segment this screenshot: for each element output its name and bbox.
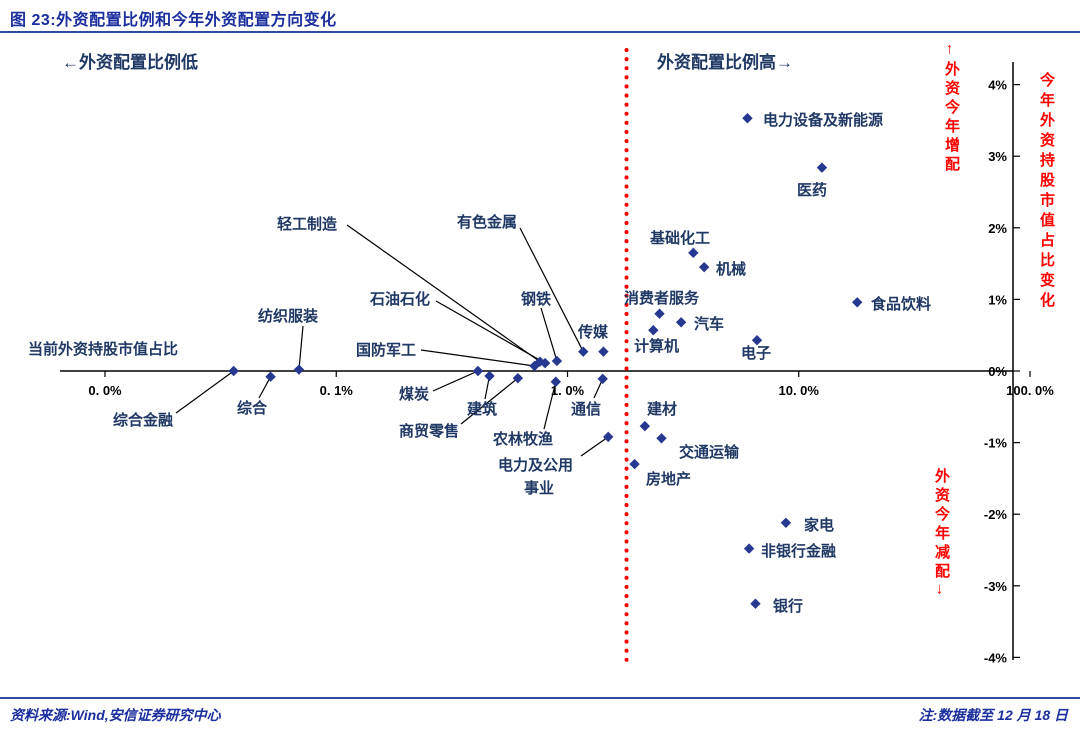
leader-line [519, 227, 584, 352]
decrease-direction-label: 外资今年减配→ [933, 468, 950, 601]
data-point-marker [742, 113, 753, 124]
leader-line [435, 300, 546, 364]
data-point-marker [816, 162, 828, 173]
data-point-label: 银行 [773, 597, 803, 615]
header-divider [0, 31, 1080, 33]
data-point-label: 交通运输 [679, 443, 740, 461]
data-point-marker [529, 360, 540, 372]
data-point-marker [578, 346, 589, 357]
y-tick-label: -1% [984, 436, 1008, 451]
data-point-marker [743, 543, 755, 554]
data-point-marker [675, 317, 687, 328]
x-tick-label: 10. 0% [779, 383, 820, 398]
data-point-marker [472, 365, 484, 377]
y-tick-label: 0% [988, 364, 1007, 379]
leader-line [420, 349, 535, 367]
data-point-marker [750, 598, 761, 609]
leader-line [543, 381, 557, 430]
data-point-label: 非银行金融 [761, 542, 836, 560]
data-point-label: 建筑 [467, 400, 497, 418]
y-tick-label: -2% [984, 507, 1008, 522]
leader-line [432, 370, 479, 392]
data-point-label: 通信 [571, 400, 601, 418]
x-tick-label: 0. 0% [88, 383, 122, 398]
data-point-marker [629, 458, 640, 470]
y-tick-label: 3% [988, 149, 1007, 164]
leader-line [580, 436, 609, 457]
data-point-label: 电力设备及新能源 [763, 111, 883, 129]
leader-line [460, 377, 519, 425]
data-point-label: 钢铁 [521, 290, 551, 308]
x-tick-label: 1. 0% [551, 383, 585, 398]
data-point-marker [265, 371, 276, 382]
leader-line [540, 307, 558, 362]
x-tick-label: 0. 1% [320, 383, 354, 398]
data-point-label: 房地产 [646, 470, 691, 488]
data-point-label: 综合金融 [113, 411, 173, 429]
data-point-label: 商贸零售 [399, 422, 459, 440]
data-point-label: 消费者服务 [624, 289, 700, 307]
data-point-marker [293, 364, 305, 375]
data-point-label: 轻工制造 [277, 215, 337, 233]
data-point-marker [639, 420, 651, 432]
footer-divider [0, 697, 1080, 699]
data-point-marker [688, 247, 699, 259]
data-point-marker [698, 261, 710, 273]
quadrant-label-low: ←外资配置比例低 [62, 53, 198, 72]
x-axis-title: 当前外资持股市值占比 [28, 341, 179, 358]
data-point-marker [780, 517, 792, 528]
data-point-label: 家电 [804, 516, 834, 534]
data-point-marker [656, 433, 667, 444]
data-point-label: 医药 [797, 181, 827, 199]
data-point-marker [852, 297, 863, 308]
data-point-label: 电子 [741, 344, 771, 362]
data-point-label: 农林牧渔 [492, 430, 553, 448]
data-point-marker [648, 324, 659, 336]
data-point-marker [654, 308, 665, 319]
data-point-label: 事业 [524, 479, 554, 497]
y-tick-label: 1% [988, 292, 1007, 307]
data-point-marker [539, 357, 551, 369]
leader-line [298, 325, 304, 370]
data-point-label: 汽车 [694, 315, 724, 333]
data-point-marker [597, 373, 608, 385]
data-point-marker [598, 346, 609, 357]
y-tick-label: -3% [984, 579, 1008, 594]
leader-line [258, 376, 272, 399]
x-tick-label: 100. 0% [1006, 383, 1054, 398]
leader-line [346, 224, 541, 363]
data-point-marker [228, 365, 239, 377]
data-point-label: 电力及公用 [498, 456, 573, 474]
data-point-marker [603, 431, 614, 443]
y-tick-label: 4% [988, 78, 1007, 93]
increase-direction-label: ←外资今年增配 [943, 42, 960, 175]
data-point-label: 建材 [647, 400, 677, 418]
data-point-label: 石油石化 [369, 290, 430, 308]
data-point-marker [484, 370, 495, 382]
data-point-label: 煤炭 [399, 385, 429, 403]
data-point-label: 纺织服装 [258, 307, 319, 325]
data-point-label: 有色金属 [457, 213, 517, 231]
data-point-label: 计算机 [634, 337, 679, 355]
data-point-label: 机械 [716, 260, 746, 278]
data-point-label: 基础化工 [649, 229, 710, 247]
data-point-marker [551, 355, 563, 367]
y-tick-label: 2% [988, 221, 1007, 236]
data-point-label: 传媒 [577, 323, 609, 341]
data-point-marker [751, 335, 763, 346]
quadrant-label-high: 外资配置比例高→ [657, 53, 793, 72]
data-point-label: 综合 [237, 399, 268, 417]
data-point-label: 食品饮料 [871, 295, 931, 313]
leader-line [175, 370, 234, 414]
y-tick-label: -4% [984, 650, 1008, 665]
figure-title: 图 23:外资配置比例和今年外资配置方向变化 [10, 12, 337, 29]
data-point-marker [512, 372, 524, 384]
y-axis-title: 今年外资持股市值占比变化 [1038, 72, 1055, 312]
data-point-label: 国防军工 [356, 341, 416, 359]
source-note: 资料来源:Wind,安信证券研究中心 [10, 707, 221, 723]
data-cutoff-note: 注:数据截至 12 月 18 日 [918, 707, 1068, 723]
data-point-marker [550, 376, 561, 387]
